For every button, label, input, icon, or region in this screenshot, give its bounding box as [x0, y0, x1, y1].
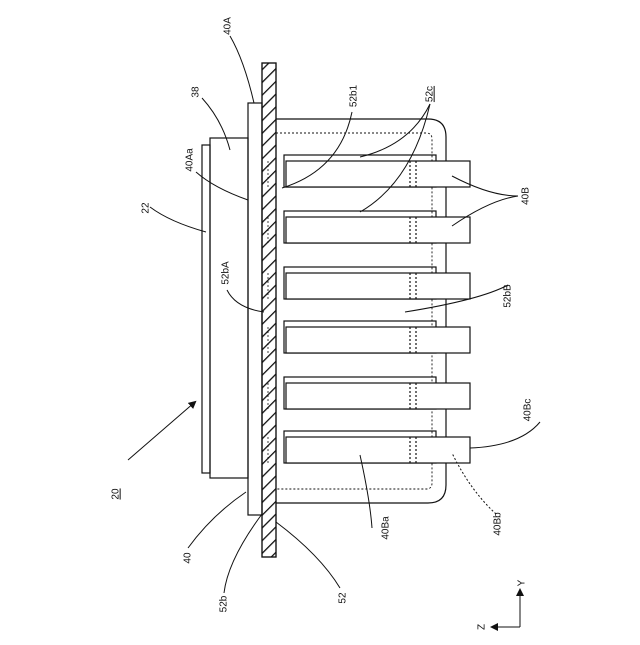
pin-6 [286, 437, 470, 463]
label-20: 20 [111, 488, 122, 500]
label-52b: 52b [219, 595, 230, 612]
label-40Aa: 40Aa [185, 148, 196, 172]
pin-1 [286, 161, 470, 187]
leader-52bA [227, 290, 264, 312]
label-40: 40 [183, 552, 194, 564]
leader-40 [188, 492, 246, 548]
pin-2 [286, 217, 470, 243]
leader-52b [224, 514, 262, 593]
label-52bA: 52bA [221, 261, 232, 285]
pins-40B [268, 155, 470, 463]
coordinate-axes-icon: Y Z [477, 579, 528, 630]
block-38 [210, 138, 248, 478]
axis-label-y: Y [517, 579, 528, 586]
label-52b1: 52b1 [349, 84, 360, 107]
leader-40Aa [196, 172, 248, 200]
label-52bB: 52bB [503, 284, 514, 308]
label-52: 52 [338, 592, 349, 604]
leader-20 [128, 402, 195, 460]
leader-40Bc [470, 422, 540, 448]
label-40Bc: 40Bc [523, 399, 534, 422]
label-40Ba: 40Ba [381, 516, 392, 540]
leader-52 [276, 522, 340, 588]
label-22: 22 [141, 202, 152, 214]
plate-22 [202, 145, 210, 473]
leader-22 [150, 207, 206, 232]
leader-38 [202, 98, 230, 150]
label-40A: 40A [223, 17, 234, 35]
pin-4 [286, 327, 470, 353]
hatched-wall-52 [262, 63, 276, 557]
leader-52c-a [360, 104, 430, 157]
pin-5 [286, 383, 470, 409]
leader-40Ba [360, 455, 372, 528]
labels: 40A 38 40Aa 22 52bA 52b1 52c 40B 52bB 40… [111, 17, 534, 613]
label-52c: 52c [425, 86, 436, 102]
label-40B: 40B [521, 187, 532, 205]
label-40Bb: 40Bb [493, 512, 504, 536]
pin-3 [286, 273, 470, 299]
label-38: 38 [191, 86, 202, 98]
leader-40A [230, 36, 254, 103]
axis-label-z: Z [477, 624, 488, 630]
